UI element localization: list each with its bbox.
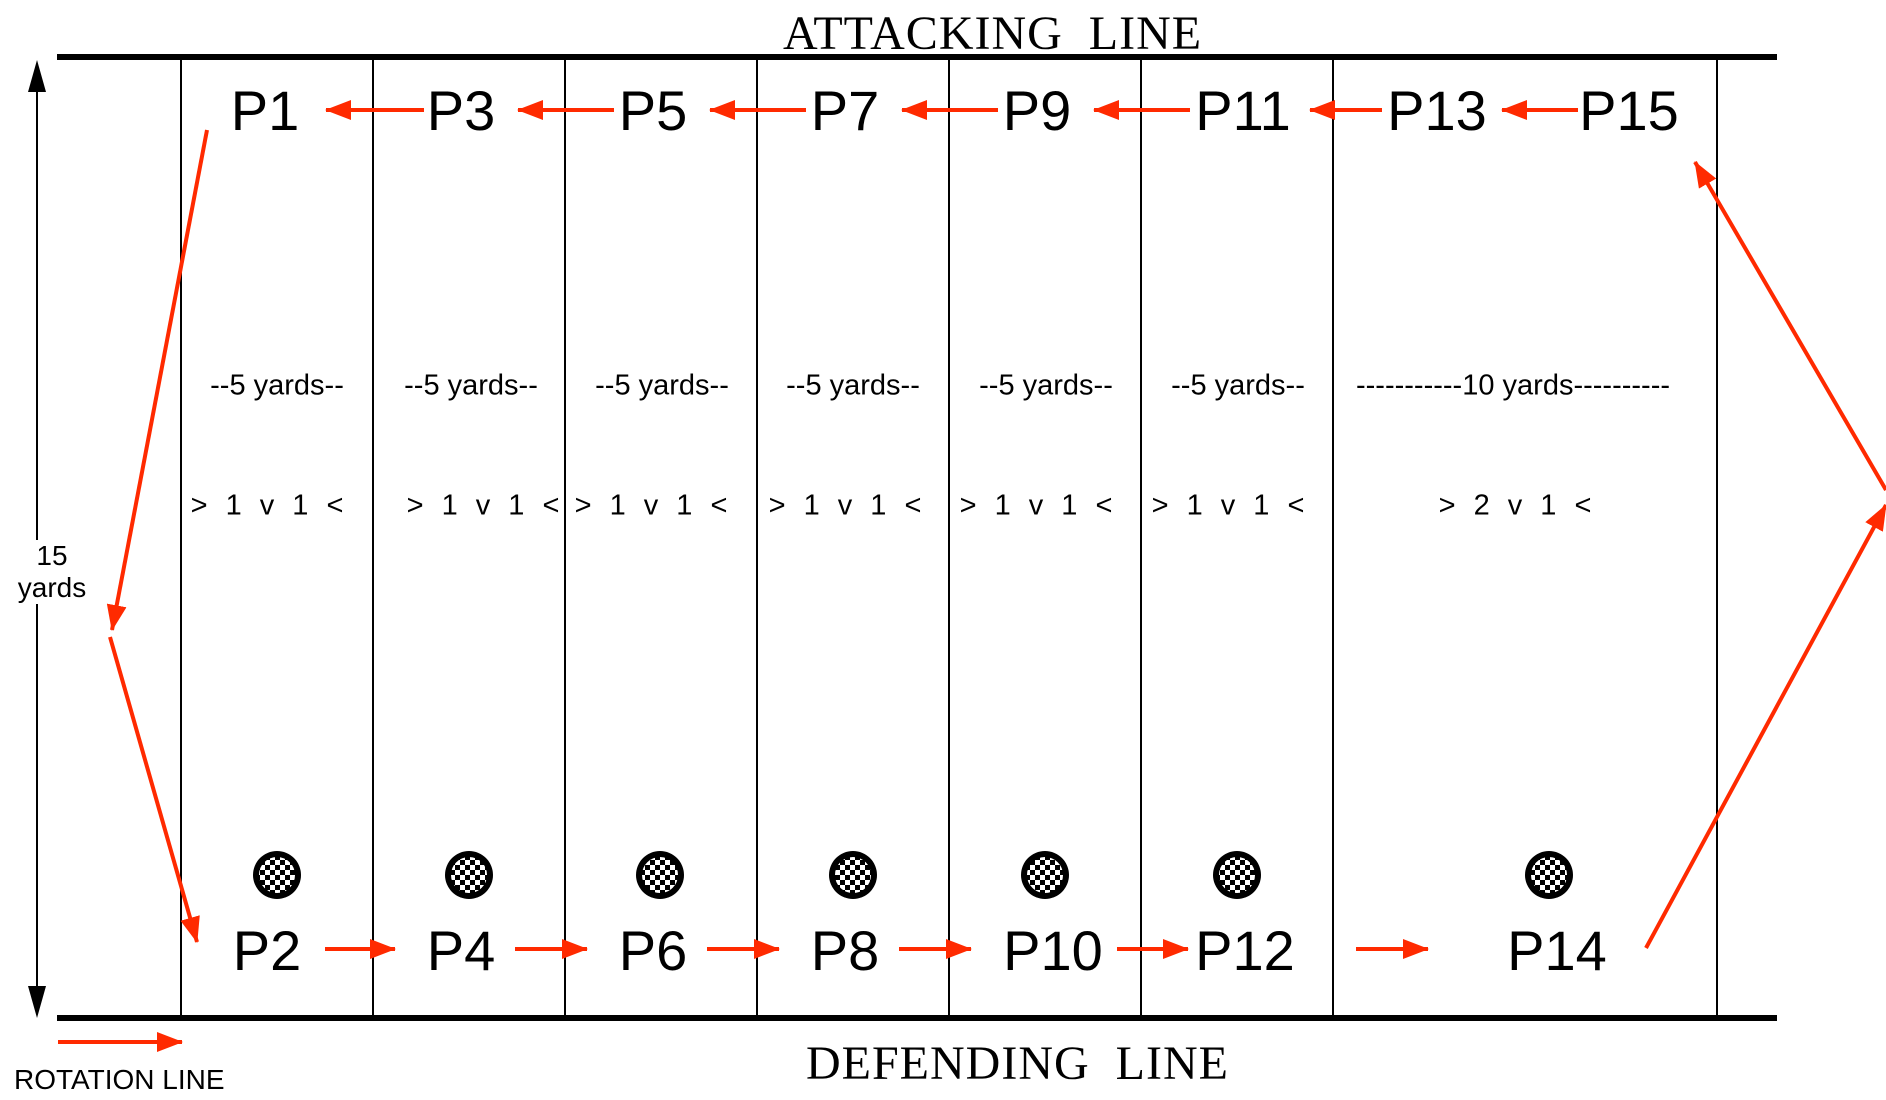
checkered-ball-icon: [1213, 851, 1261, 899]
attacking-line-label: ATTACKING LINE: [783, 7, 1203, 60]
zone-dividers: [180, 57, 1718, 1018]
zone-matchup-label: > 1 v 1 <: [574, 489, 730, 522]
rotation-arrow-right-up: [1644, 504, 1886, 949]
player-label: P6: [618, 919, 688, 982]
dimension-arrow-up-icon: [28, 60, 46, 92]
player-label: P11: [1195, 79, 1291, 142]
zone-width-label: --5 yards--: [786, 369, 920, 402]
checkered-ball-icon: [636, 851, 684, 899]
player-label: P12: [1195, 919, 1295, 982]
zone-matchup-label: > 1 v 1 <: [959, 489, 1115, 522]
player-label: P7: [810, 79, 880, 142]
zone-matchup-label: > 1 v 1 <: [406, 489, 562, 522]
checkered-ball-icon: [253, 851, 301, 899]
zone-width-label: --5 yards--: [595, 369, 729, 402]
player-label: P14: [1507, 919, 1607, 982]
player-label: P10: [1003, 919, 1103, 982]
zone-width-label: --5 yards--: [979, 369, 1113, 402]
zone-matchup-label: > 2 v 1 <: [1438, 489, 1594, 522]
zone-width-label: -----------10 yards----------: [1355, 369, 1671, 402]
zone-matchup-label: > 1 v 1 <: [1151, 489, 1307, 522]
checkered-ball-icon: [445, 851, 493, 899]
legend-label: ROTATION LINE: [14, 1064, 225, 1095]
dimension-arrow-down-icon: [28, 986, 46, 1018]
zone-width-label: --5 yards--: [210, 369, 344, 402]
player-label: P1: [230, 79, 300, 142]
player-label: P13: [1387, 79, 1487, 142]
zone-width-label: --5 yards--: [1171, 369, 1305, 402]
rotation-arrow-left-down: [106, 129, 209, 631]
zone-matchup-label: > 1 v 1 <: [768, 489, 924, 522]
player-label: P4: [426, 919, 496, 982]
player-label: P2: [232, 919, 302, 982]
rotation-arrow-right-to-p15: [1693, 160, 1886, 492]
player-label: P3: [426, 79, 496, 142]
checkered-ball-icon: [1021, 851, 1069, 899]
height-label: 15 yards: [12, 540, 92, 605]
player-label: P8: [810, 919, 880, 982]
player-label: P15: [1579, 79, 1679, 142]
zone-width-label: --5 yards--: [404, 369, 538, 402]
checkered-ball-icon: [829, 851, 877, 899]
checkered-ball-icon: [1525, 851, 1573, 899]
player-label: P5: [618, 79, 688, 142]
rotation-arrow-left-to-p2: [108, 636, 200, 943]
zone-matchup-label: > 1 v 1 <: [190, 489, 346, 522]
rotation-arrows: [106, 100, 1886, 959]
defending-line-label: DEFENDING LINE: [806, 1037, 1229, 1090]
player-label: P9: [1002, 79, 1072, 142]
balls: [253, 851, 1573, 899]
